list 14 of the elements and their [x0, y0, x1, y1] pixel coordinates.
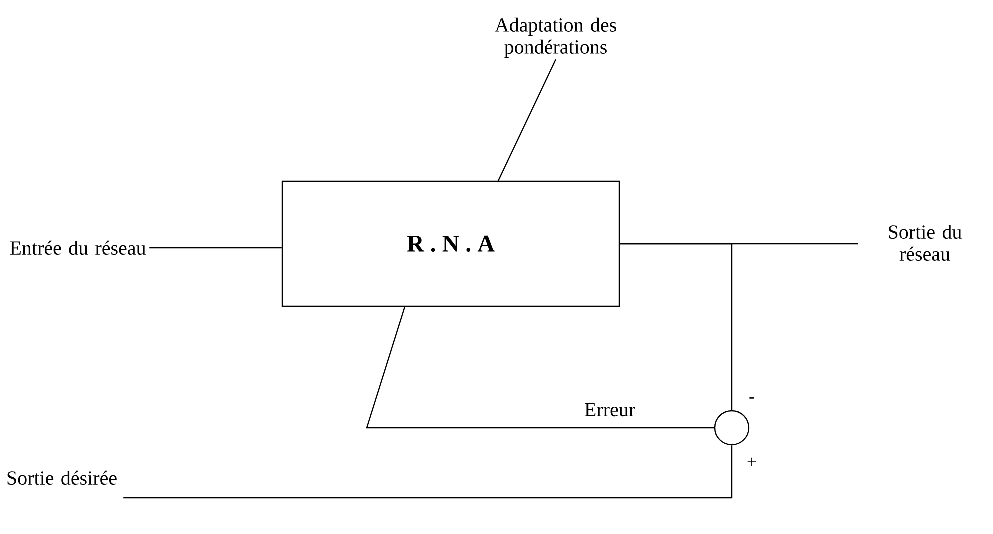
process-box: R . N . A	[282, 180, 620, 308]
summing-junction	[714, 410, 750, 446]
terminal-label: Entrée du réseau	[10, 240, 146, 256]
connector-line	[150, 247, 282, 249]
connector-line	[620, 243, 733, 410]
edge-label: Erreur	[585, 403, 636, 417]
connector-line	[366, 306, 714, 429]
sign-label: -	[750, 398, 754, 399]
terminal-label: Sortie désirée	[8, 470, 117, 486]
terminal-label: Sortie du réseau	[889, 224, 962, 262]
terminal-label: Adaptation des pondérations	[495, 18, 616, 58]
sign-label: +	[748, 458, 756, 466]
connector-line	[124, 446, 733, 499]
connector-line	[497, 59, 557, 182]
